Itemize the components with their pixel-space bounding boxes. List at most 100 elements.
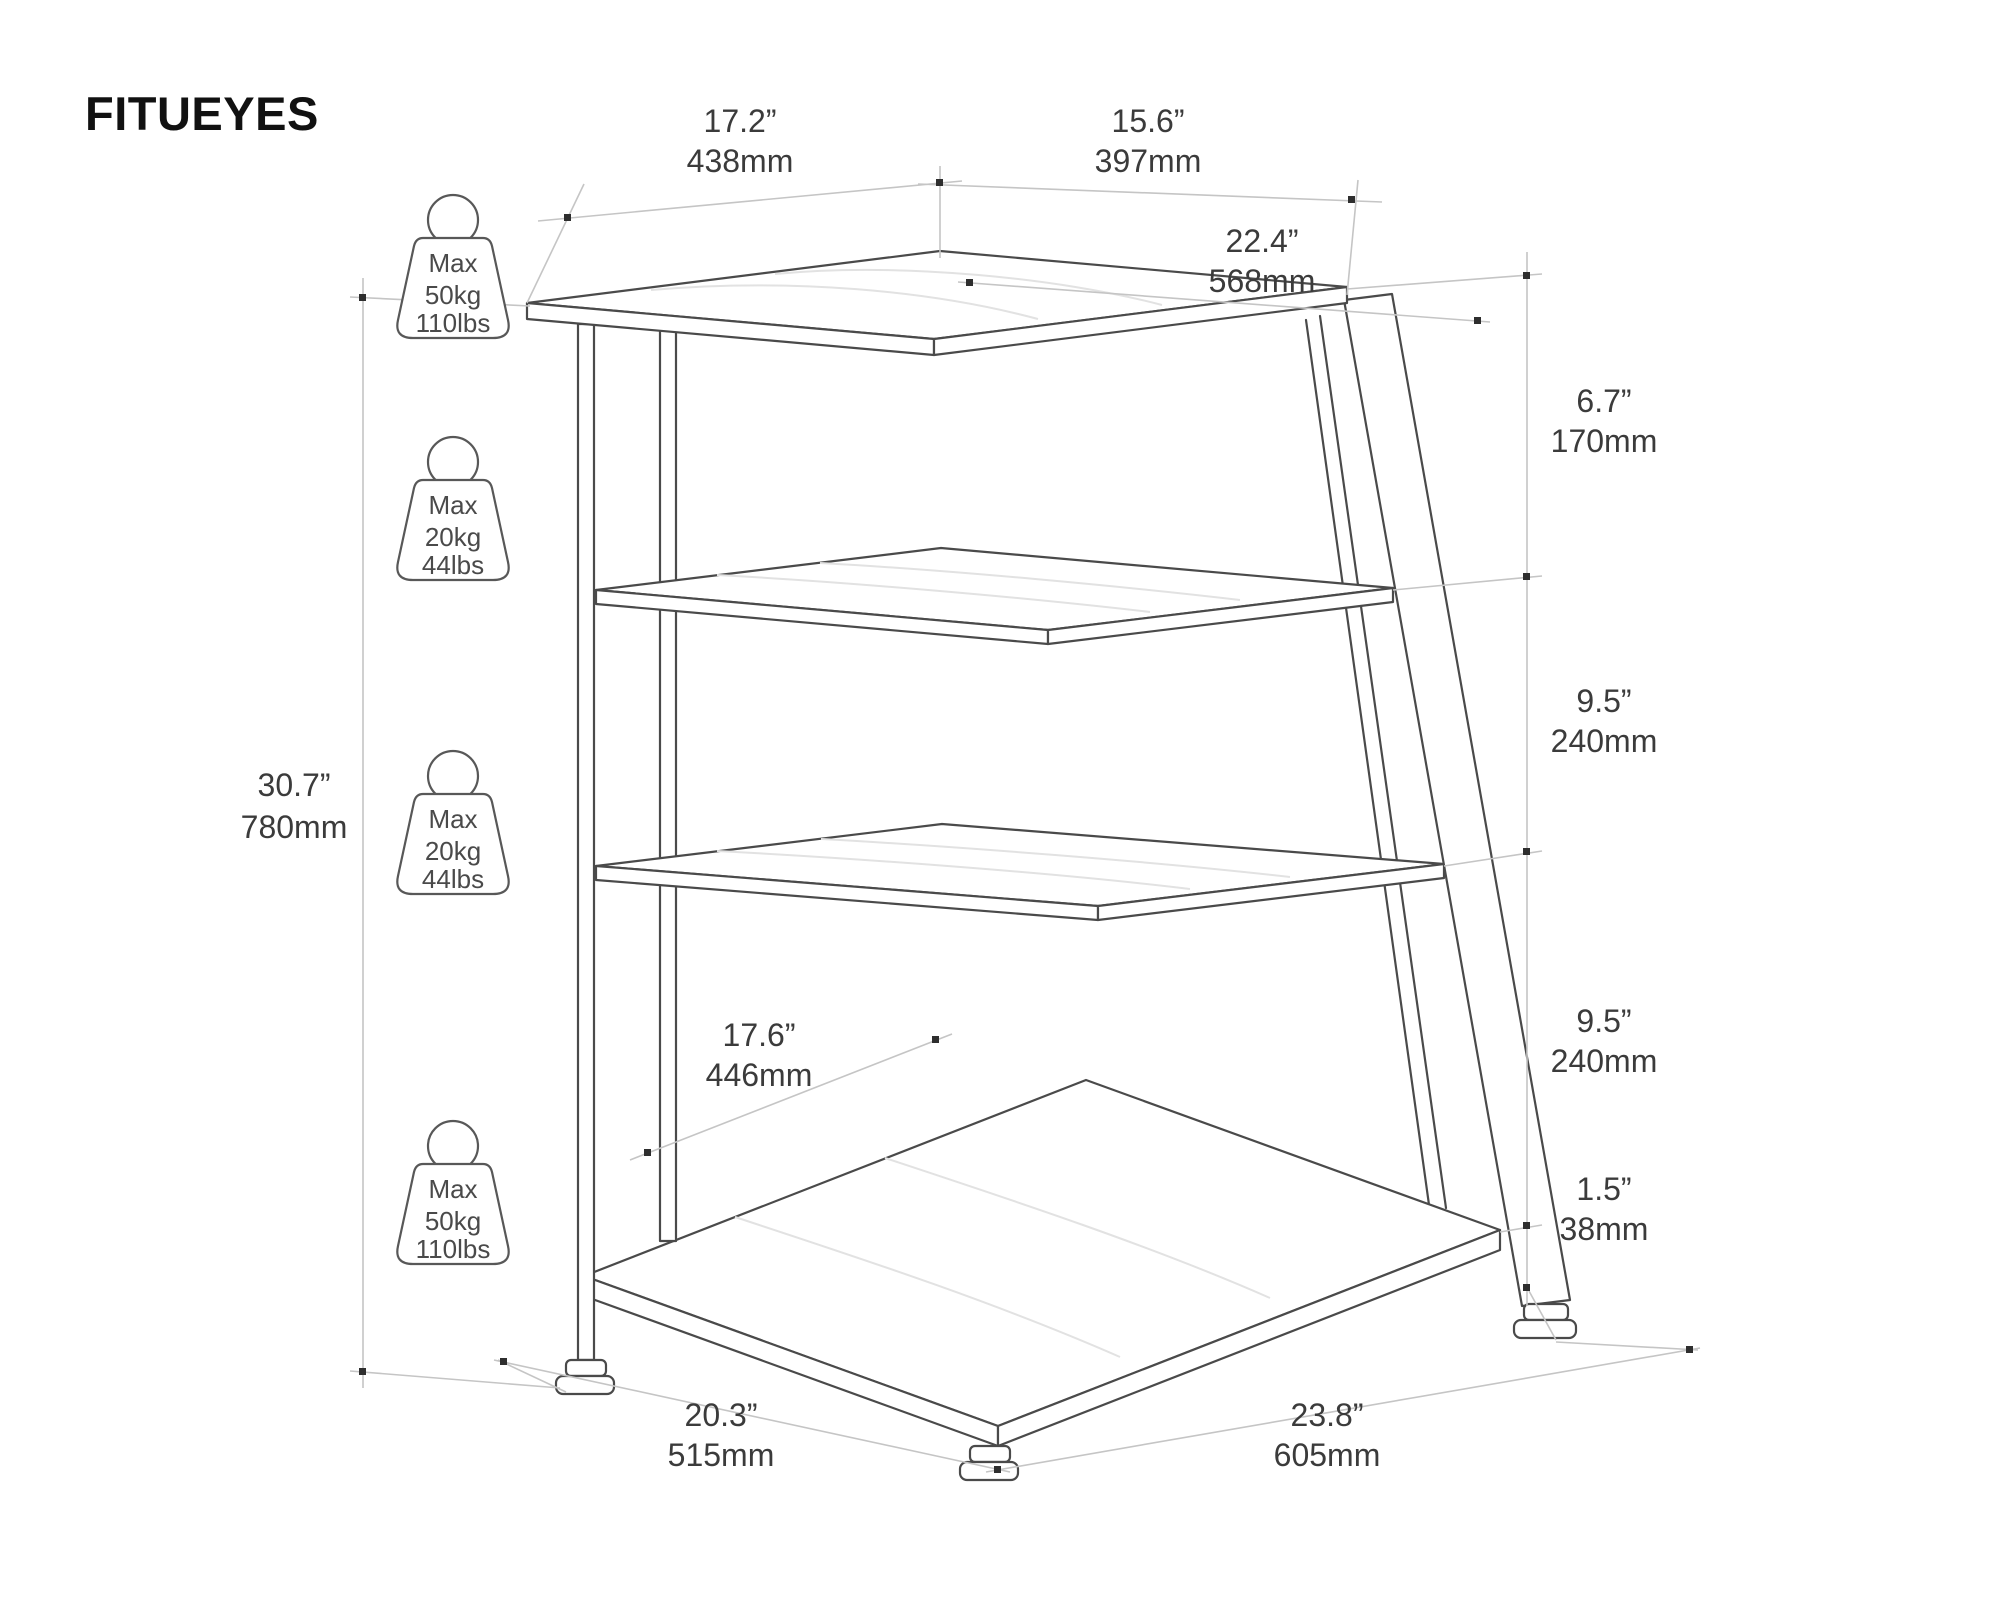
foot-cap <box>968 1444 1012 1464</box>
foot-base <box>1512 1318 1578 1340</box>
badge-kg-label: 20kg <box>425 836 481 866</box>
dim-base-clearance-inches-label: 1.5” <box>1576 1171 1631 1207</box>
brand-logo: FITUEYES <box>85 87 319 140</box>
dim-overall-height-inches-label: 30.7” <box>258 767 331 803</box>
badge-kg-label: 50kg <box>425 1206 481 1236</box>
dimension-marker <box>644 1149 651 1156</box>
badge-kg-label: 20kg <box>425 522 481 552</box>
dim-tier1-gap-inches-label: 6.7” <box>1576 383 1631 419</box>
badge-kg-label: 50kg <box>425 280 481 310</box>
dim-base-width-mm-label: 605mm <box>1274 1437 1381 1473</box>
dimension-marker <box>936 179 943 186</box>
foot-base <box>554 1374 616 1396</box>
wood-grain-line <box>650 284 1039 320</box>
badge-max-label: Max <box>428 1174 477 1204</box>
badge-max-label: Max <box>428 248 477 278</box>
dimension-marker <box>1474 317 1481 324</box>
extension-line <box>1346 179 1359 296</box>
shelf-top-face <box>594 546 1395 632</box>
load-badge-1: Max 50kg 110lbs <box>396 193 510 340</box>
dim-top-width-inches-label: 15.6” <box>1112 103 1185 139</box>
dimension-marker <box>932 1036 939 1043</box>
dimension-line <box>917 183 1383 203</box>
dimension-marker <box>1348 196 1355 203</box>
leg-back-left <box>658 298 678 1243</box>
dim-tier2-gap-inches-label: 9.5” <box>1576 683 1631 719</box>
dim-top-depth-mm-label: 438mm <box>687 143 794 179</box>
dimension-marker <box>994 1466 1001 1473</box>
badge-lbs-label: 110lbs <box>416 308 491 338</box>
dimension-labels: 17.2” 438mm 15.6” 397mm 22.4” 568mm 6.7”… <box>241 103 1658 1473</box>
dimension-lines <box>349 166 1701 1473</box>
wood-grain-line <box>716 574 1151 613</box>
dimension-marker <box>1523 1222 1530 1229</box>
foot-cap <box>1522 1302 1570 1322</box>
dimension-marker <box>966 279 973 286</box>
dimension-marker <box>359 294 366 301</box>
shelf-front-right-face <box>996 1228 1502 1448</box>
shelf-2 <box>594 546 1395 646</box>
extension-line <box>1499 1224 1543 1233</box>
dim-top-total-width-mm-label: 568mm <box>1209 263 1316 299</box>
extension-line <box>526 183 585 304</box>
dimension-marker <box>1523 1284 1530 1291</box>
dimension-line <box>985 1347 1701 1473</box>
badge-lbs-label: 44lbs <box>422 550 484 580</box>
extension-line <box>497 1359 567 1393</box>
badge-lbs-label: 44lbs <box>422 864 484 894</box>
dim-top-width-mm-label: 397mm <box>1095 143 1202 179</box>
dim-overall-height-mm-label: 780mm <box>241 809 348 845</box>
shelf-3 <box>594 822 1446 922</box>
dim-top-total-width-inches-label: 22.4” <box>1226 223 1299 259</box>
dimension-marker <box>564 214 571 221</box>
dimension-line <box>629 1033 953 1161</box>
rail-back <box>1318 314 1448 1210</box>
dimension-markers <box>359 179 1693 1473</box>
dim-base-depth-mm-label: 515mm <box>668 1437 775 1473</box>
dimension-marker <box>1523 848 1530 855</box>
dim-tier3-gap-mm-label: 240mm <box>1551 1043 1658 1079</box>
weight-icon <box>396 478 510 582</box>
extension-line <box>1392 575 1543 591</box>
dim-tier3-gap-inches-label: 9.5” <box>1576 1003 1631 1039</box>
dimension-line <box>537 180 963 222</box>
badge-lbs-label: 110lbs <box>416 1234 491 1264</box>
dim-middle-depth-inches-label: 17.6” <box>723 1017 796 1053</box>
load-badge-3: Max 20kg 44lbs <box>396 749 510 896</box>
wood-grain-line <box>716 850 1191 890</box>
wood-grain-line <box>884 1157 1271 1299</box>
leg-front-left <box>576 322 596 1362</box>
dimension-marker <box>359 1368 366 1375</box>
left-foot <box>554 1358 616 1396</box>
dim-tier1-gap-mm-label: 170mm <box>1551 423 1658 459</box>
stand-line-art <box>525 249 1578 1482</box>
foot-cap <box>564 1358 608 1378</box>
wood-grain-line <box>734 1216 1121 1358</box>
dim-base-depth-inches-label: 20.3” <box>685 1397 758 1433</box>
dim-top-depth-inches-label: 17.2” <box>704 103 777 139</box>
badge-max-label: Max <box>428 490 477 520</box>
weight-icon <box>396 1162 510 1266</box>
extension-line <box>1346 273 1543 290</box>
dimension-marker <box>1523 272 1530 279</box>
wood-grain-line <box>819 562 1241 601</box>
dim-base-clearance-mm-label: 38mm <box>1560 1211 1649 1247</box>
dimension-marker <box>1523 573 1530 580</box>
dim-tier2-gap-mm-label: 240mm <box>1551 723 1658 759</box>
shelf-4 <box>582 1078 1502 1448</box>
dimension-line <box>493 1359 1011 1473</box>
load-badge-4: Max 50kg 110lbs <box>396 1119 510 1266</box>
weight-icon <box>396 236 510 340</box>
dimension-line <box>957 281 1491 323</box>
wood-grain-line <box>820 838 1291 878</box>
shelf-front-right-face <box>1046 586 1395 646</box>
rail-front <box>1342 292 1572 1308</box>
shelf-front-right-face <box>1096 862 1446 922</box>
rail-back-inner <box>1304 318 1432 1214</box>
dimension-marker <box>1686 1346 1693 1353</box>
shelf-top-face <box>582 1078 1502 1428</box>
dimension-marker <box>500 1358 507 1365</box>
dim-middle-depth-mm-label: 446mm <box>706 1057 813 1093</box>
load-badge-2: Max 20kg 44lbs <box>396 435 510 582</box>
